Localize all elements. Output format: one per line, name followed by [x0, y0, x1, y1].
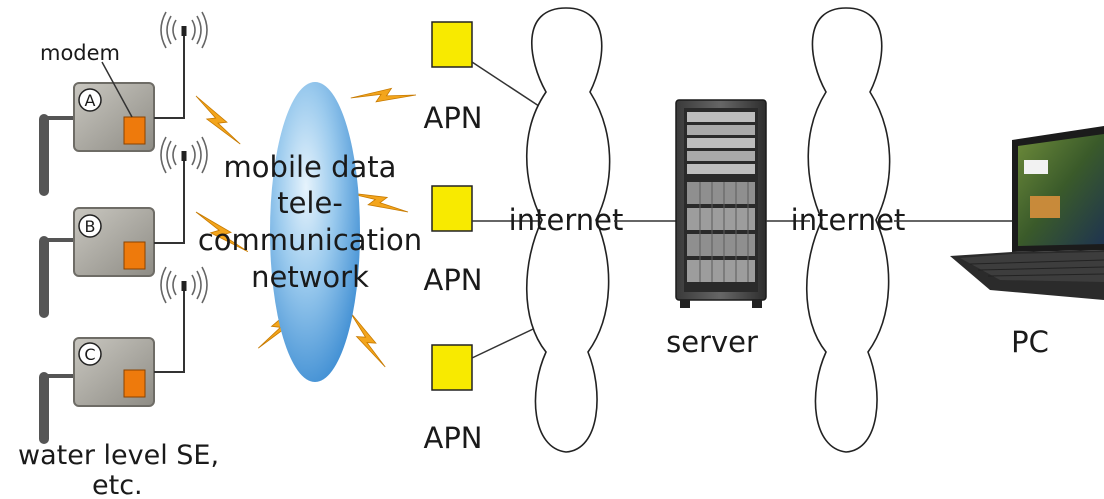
antenna-icon-c — [160, 266, 208, 356]
antenna-icon-b — [160, 136, 208, 226]
apn-label-1: APN — [423, 101, 482, 135]
signal-bolt-icon-a — [185, 95, 252, 145]
server-rack-icon — [675, 99, 767, 308]
apn-label-2: APN — [423, 263, 482, 297]
antenna-cable-c — [154, 300, 185, 373]
probe-icon-b — [39, 236, 49, 318]
network-label-line3: communication — [198, 223, 422, 257]
sensor-caption-line2: etc. — [92, 470, 143, 499]
mobile-network-cloud — [270, 82, 360, 382]
apn-label-3: APN — [423, 421, 482, 455]
sensor-station-c: C — [39, 266, 208, 444]
internet-cloud-2 — [805, 7, 891, 453]
sensor-station-b: B — [39, 136, 208, 318]
sensor-badge-a — [78, 88, 102, 112]
signal-bolt-icon-apn1 — [350, 68, 417, 125]
sensor-caption-line1: water level SE, — [18, 440, 219, 471]
apn-box-1 — [431, 21, 473, 68]
probe-icon-a — [39, 114, 49, 196]
network-label-line1: mobile data — [224, 150, 397, 184]
antenna-icon-a — [160, 11, 208, 101]
modem-label: modem — [40, 41, 120, 65]
link-apn1-internet — [471, 61, 549, 113]
server-label: server — [666, 325, 758, 359]
laptop-pc-icon — [950, 126, 1104, 300]
sensor-letter-b: B — [85, 217, 96, 236]
network-label-line2: tele- — [277, 186, 343, 220]
internet-label-2: internet — [791, 203, 906, 237]
modem-c — [123, 369, 146, 398]
antenna-cable-b — [154, 170, 185, 244]
sensor-letter-a: A — [85, 91, 96, 110]
probe-icon-c — [39, 372, 49, 444]
modem-pointer — [101, 61, 133, 118]
apn-box-3 — [431, 344, 473, 391]
sensor-badge-c — [78, 342, 102, 366]
modem-a — [123, 116, 146, 145]
pc-label: PC — [1011, 325, 1049, 359]
antenna-cable-a — [154, 45, 185, 119]
internet-label-1: internet — [509, 203, 624, 237]
sensor-badge-b — [78, 214, 102, 238]
network-label-line4: network — [251, 260, 369, 294]
sensor-station-a: A modem — [39, 11, 208, 196]
apn-box-2 — [431, 185, 473, 232]
sensor-letter-c: C — [84, 345, 95, 364]
internet-cloud-1 — [525, 7, 611, 453]
modem-b — [123, 241, 146, 270]
